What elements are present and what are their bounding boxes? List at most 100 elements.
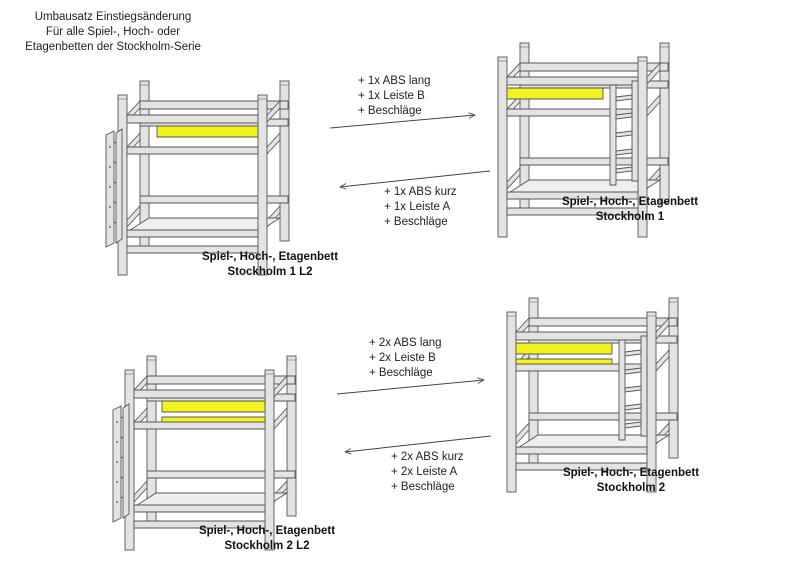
front-left-post xyxy=(497,56,508,238)
left-side-lower-rail xyxy=(506,166,521,191)
ladder-rung xyxy=(120,416,124,419)
ladder-rung xyxy=(615,166,633,174)
bed-stockholm-1-l2 xyxy=(105,80,290,276)
ladder-rail-left xyxy=(609,84,617,186)
conversion-2-backward-note: + 2x ABS kurz + 2x Leiste A + Beschläge xyxy=(391,450,464,495)
front-deck-rail xyxy=(133,421,266,430)
caption-stockholm-2-line-2: Stockholm 2 xyxy=(596,482,666,494)
ladder-rung xyxy=(624,349,642,357)
bed-stockholm-2 xyxy=(506,297,679,493)
right-side-deck-rail xyxy=(273,406,288,431)
front-right-post xyxy=(264,369,275,551)
caption-stockholm-1-line-2: Stockholm 1 xyxy=(595,211,665,223)
bed-stockholm-2-l2-drawing xyxy=(112,355,297,551)
conversion-1-forward-line-2: + 1x Leiste B xyxy=(358,90,425,102)
conversion-1-forward-line-1: + 1x ABS lang xyxy=(358,75,431,87)
conversion-2-forward-note: + 2x ABS lang + 2x Leiste B + Beschläge xyxy=(369,336,442,381)
ladder-rung xyxy=(624,421,642,429)
conversion-2-backward-line-1: + 2x ABS kurz xyxy=(391,451,464,463)
ladder-rung xyxy=(113,161,117,164)
ladder-rung xyxy=(113,221,117,224)
front-right-post xyxy=(646,311,657,493)
ladder-rung xyxy=(624,385,642,393)
back-right-post xyxy=(286,355,297,517)
left-side-lower-rail xyxy=(133,479,148,504)
caption-stockholm-1-l2: Spiel-, Hoch-, Etagenbett Stockholm 1 L2 xyxy=(175,250,365,280)
front-lower-rail xyxy=(506,191,639,200)
arrow-backward-1 xyxy=(340,170,491,187)
front-lower-rail xyxy=(515,446,648,455)
caption-stockholm-1-l2-line-2: Stockholm 1 L2 xyxy=(227,266,313,278)
conversion-1-backward-line-2: + 1x Leiste A xyxy=(384,201,451,213)
highlight-board xyxy=(506,87,604,100)
left-side-lower-rail xyxy=(515,421,530,446)
back-lower-rail xyxy=(139,195,289,204)
ladder-rung xyxy=(615,94,633,102)
arrow-backward-2 xyxy=(345,435,492,452)
caption-stockholm-2-l2: Spiel-, Hoch-, Etagenbett Stockholm 2 L2 xyxy=(172,524,362,554)
ladder-rung xyxy=(615,130,633,138)
front-bottom-rail xyxy=(506,207,639,216)
front-bottom-rail xyxy=(126,245,259,254)
conversion-2-backward-line-3: + Beschläge xyxy=(391,481,455,493)
ladder-rung xyxy=(113,141,117,144)
bed-stockholm-1 xyxy=(497,42,670,238)
ladder-rung xyxy=(615,148,633,156)
conversion-1-backward-note: + 1x ABS kurz + 1x Leiste A + Beschläge xyxy=(384,185,457,230)
caption-stockholm-1-l2-line-1: Spiel-, Hoch-, Etagenbett xyxy=(201,251,339,263)
bed-stockholm-1-drawing xyxy=(497,42,670,238)
front-top-rail xyxy=(515,331,648,341)
back-lower-rail xyxy=(146,470,296,479)
ladder-rail-left xyxy=(618,339,626,441)
arrow-forward-2 xyxy=(336,380,484,395)
caption-stockholm-2-l2-line-2: Stockholm 2 L2 xyxy=(224,540,310,552)
conversion-1-forward-note: + 1x ABS lang + 1x Leiste B + Beschläge xyxy=(358,74,431,119)
back-right-post xyxy=(668,297,679,459)
front-bottom-rail xyxy=(133,520,266,529)
ladder-rung xyxy=(113,181,117,184)
ladder-rung xyxy=(120,496,124,499)
right-side-deck-rail xyxy=(655,348,670,373)
back-right-post xyxy=(279,80,290,242)
ladder-rung xyxy=(120,436,124,439)
front-top-rail xyxy=(133,389,266,399)
conversion-2-forward-line-1: + 2x ABS lang xyxy=(369,337,442,349)
conversion-1-forward-line-3: + Beschläge xyxy=(358,105,422,117)
conversion-2-backward-line-2: + 2x Leiste A xyxy=(391,466,458,478)
highlight-board-upper xyxy=(515,342,613,355)
bed-stockholm-2-l2 xyxy=(112,355,297,551)
back-right-post xyxy=(659,42,670,204)
ladder-rung xyxy=(120,456,124,459)
conversion-1-backward-line-1: + 1x ABS kurz xyxy=(384,186,457,198)
header-note: Umbausatz Einstiegsänderung Für alle Spi… xyxy=(8,10,218,55)
caption-stockholm-1-line-1: Spiel-, Hoch-, Etagenbett xyxy=(561,196,699,208)
caption-stockholm-2: Spiel-, Hoch-, Etagenbett Stockholm 2 xyxy=(536,466,726,496)
front-right-post xyxy=(257,94,268,276)
back-lower-rail xyxy=(528,412,678,421)
front-lower-rail xyxy=(126,229,259,238)
arrow-forward-1 xyxy=(329,115,475,129)
bed-stockholm-2-drawing xyxy=(506,297,679,493)
caption-stockholm-2-l2-line-1: Spiel-, Hoch-, Etagenbett xyxy=(198,525,336,537)
bed-stockholm-1-l2-drawing xyxy=(105,80,290,276)
front-left-post xyxy=(506,311,517,493)
ladder-rail-outer xyxy=(112,405,122,523)
ladder-rung xyxy=(624,367,642,375)
right-side-deck-rail xyxy=(266,131,281,156)
back-lower-rail xyxy=(519,157,669,166)
caption-stockholm-2-line-1: Spiel-, Hoch-, Etagenbett xyxy=(562,467,700,479)
highlight-board-upper xyxy=(161,400,266,413)
ladder-rail-outer xyxy=(105,130,115,248)
front-deck-rail xyxy=(126,146,259,155)
left-side-lower-rail xyxy=(126,204,141,229)
conversion-1-backward-line-3: + Beschläge xyxy=(384,216,448,228)
conversion-2-forward-line-3: + Beschläge xyxy=(369,367,433,379)
ladder-rail-right xyxy=(640,335,648,437)
conversion-2-forward-line-2: + 2x Leiste B xyxy=(369,352,436,364)
right-side-deck-rail xyxy=(646,93,661,118)
front-bottom-rail xyxy=(515,462,648,471)
ladder-rail-inner xyxy=(122,403,130,519)
header-line-1: Umbausatz Einstiegsänderung xyxy=(34,11,192,23)
